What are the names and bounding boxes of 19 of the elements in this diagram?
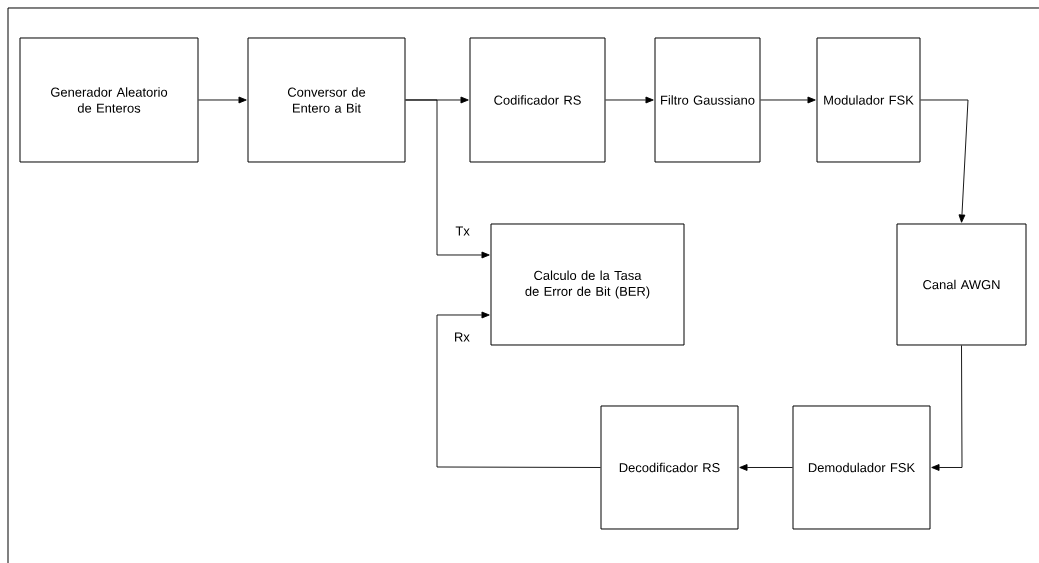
process-box: Calculo de la Tasa de Error de Bit (BER) <box>490 223 685 346</box>
process-box: Decodificador RS <box>600 405 739 530</box>
arrow <box>605 96 654 104</box>
arrow <box>760 96 816 104</box>
process-box: Demodulador FSK <box>792 405 931 530</box>
process-box: Filtro Gaussiano <box>654 37 761 163</box>
process-box: Canal AWGN <box>896 223 1027 346</box>
arrow <box>405 99 490 259</box>
process-box: Conversor de Entero a Bit <box>247 37 406 163</box>
process-box: Codificador RS <box>469 37 606 163</box>
arrow <box>198 96 247 104</box>
process-box: Generador Aleatorio de Enteros <box>19 37 199 163</box>
process-box: Modulador FSK <box>816 37 921 163</box>
arrow <box>436 311 601 468</box>
arrow <box>920 99 969 223</box>
edge-label: Rx <box>455 332 470 342</box>
edge-label: Tx <box>455 226 470 236</box>
arrow <box>931 345 963 471</box>
arrow <box>739 464 793 471</box>
